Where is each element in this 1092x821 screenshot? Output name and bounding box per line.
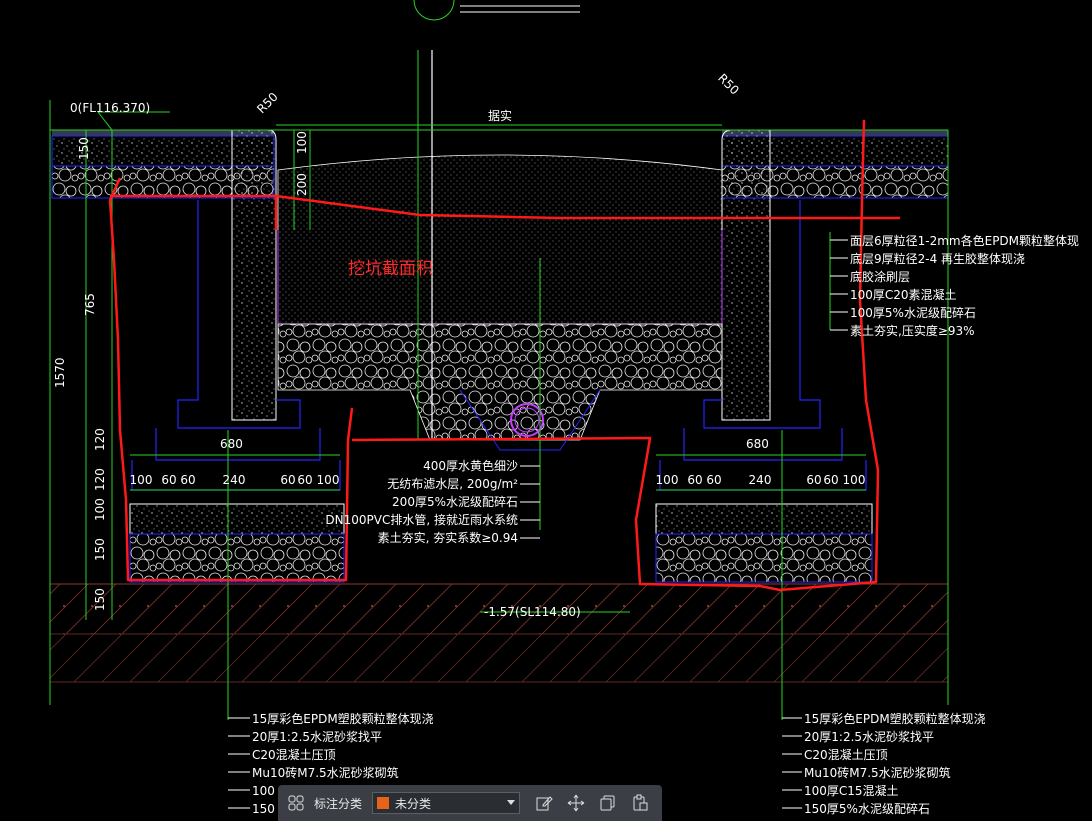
move-icon[interactable]	[564, 791, 588, 815]
right-curb-wall	[721, 129, 771, 421]
bottom-left-callout-text: C20混凝土压顶	[252, 747, 336, 762]
right-footing-part: 60	[687, 473, 702, 487]
right-footing-concrete	[655, 503, 873, 535]
dim-1570: 1570	[53, 357, 67, 388]
right-footing-part: 60	[706, 473, 721, 487]
category-swatch	[377, 797, 390, 809]
right-callout-text: 底胶涂刷层	[850, 269, 910, 284]
left-footing-concrete	[129, 503, 345, 535]
top-note: 据实	[488, 108, 512, 123]
category-label: 标注分类	[314, 796, 363, 811]
right-footing-gravel	[655, 533, 873, 583]
right-footing-part: 100	[656, 473, 679, 487]
trench-gravel-layer	[277, 323, 723, 441]
dim-150a: 150	[77, 137, 91, 160]
center-callout-text: 200厚5%水泥级配碎石	[392, 494, 518, 509]
bottom-left-callout-text: 20厚1:2.5水泥砂浆找平	[252, 729, 382, 744]
trench-sand-layer	[277, 154, 723, 325]
right-footing-part: 60	[823, 473, 838, 487]
dim-100-inner: 100	[295, 131, 309, 154]
left-footing-part: 100	[317, 473, 340, 487]
right-callout-text: 面层6厚粒径1-2mm各色EPDM颗粒整体现	[850, 233, 1079, 248]
bottom-right-callout-text: 100厚C15混凝土	[804, 783, 899, 798]
annotation-toolbar: 标注分类 未分类	[278, 785, 662, 821]
bottom-right-callout-text: 20厚1:2.5水泥砂浆找平	[804, 729, 934, 744]
bottom-left-callout-text: 100	[252, 784, 275, 798]
bottom-left-callout-text: Mu10砖M7.5水泥砂浆砌筑	[252, 765, 399, 780]
left-footing-part: 240	[223, 473, 246, 487]
right-callout-text: 底层9厚粒径2-4 再生胶整体现浇	[850, 251, 1025, 266]
right-callout-text: 素土夯实,压实度≥93%	[850, 323, 975, 338]
dim-150b: 150	[93, 538, 107, 561]
right-footing-part: 100	[843, 473, 866, 487]
left-footing-part: 60	[297, 473, 312, 487]
dim-100a: 100	[93, 498, 107, 521]
dim-765: 765	[83, 293, 97, 316]
bottom-right-callout-text: Mu10砖M7.5水泥砂浆砌筑	[804, 765, 951, 780]
dim-120a: 120	[93, 428, 107, 451]
excavation-label: 挖坑截面积	[348, 259, 433, 279]
category-select[interactable]: 未分类	[372, 792, 521, 814]
bottom-left-callout-text: 15厚彩色EPDM塑胶颗粒整体现浇	[252, 711, 434, 726]
bottom-right-callout-text: 15厚彩色EPDM塑胶颗粒整体现浇	[804, 711, 986, 726]
center-callout-text: DN100PVC排水管, 接就近雨水系统	[325, 512, 518, 527]
right-footing-part: 60	[806, 473, 821, 487]
left-footing-gravel	[129, 533, 345, 583]
dim-120b: 120	[93, 468, 107, 491]
dim-200-inner: 200	[295, 173, 309, 196]
grid-icon[interactable]	[284, 791, 308, 815]
bottom-right-callouts: 15厚彩色EPDM塑胶颗粒整体现浇 20厚1:2.5水泥砂浆找平 C20混凝土压顶 M…	[804, 711, 986, 816]
left-curb-wall	[231, 129, 277, 421]
center-callout-text: 无纺布滤水层, 200g/m²	[387, 477, 518, 491]
bottom-left-callouts: 15厚彩色EPDM塑胶颗粒整体现浇 20厚1:2.5水泥砂浆找平 C20混凝土压顶 M…	[252, 711, 434, 816]
center-callout-text: 素土夯实, 夯实系数≥0.94	[378, 530, 518, 545]
elevation-bottom: -1.57(SL114.80)	[484, 605, 581, 619]
dim-150c: 150	[93, 588, 107, 611]
bottom-right-callout-text: 150厚5%水泥级配碎石	[804, 801, 930, 816]
edit-icon[interactable]	[532, 791, 556, 815]
chevron-down-icon	[503, 799, 519, 807]
bottom-right-callout-text: C20混凝土压顶	[804, 747, 888, 762]
left-footing-part: 60	[180, 473, 195, 487]
excavation-outline	[108, 119, 900, 592]
left-footing-width: 680	[220, 437, 243, 451]
bottom-left-callout-text: 150	[252, 802, 275, 816]
dimension-lines	[49, 100, 949, 720]
category-selected: 未分类	[395, 796, 432, 811]
left-footing-part: 60	[161, 473, 176, 487]
top-circle-fragment	[413, 0, 455, 21]
earth-layer-bottom	[49, 633, 949, 683]
center-callout-text: 400厚水黄色细沙	[423, 459, 518, 473]
right-footing-width: 680	[746, 437, 769, 451]
left-footing-part: 60	[280, 473, 295, 487]
elevation-top: 0(FL116.370)	[70, 101, 150, 115]
right-footing-part: 240	[749, 473, 772, 487]
copy-icon[interactable]	[596, 791, 620, 815]
paste-icon[interactable]	[628, 791, 652, 815]
right-callout-text: 100厚C20素混凝土	[850, 287, 957, 302]
right-callout-text: 100厚5%水泥级配碎石	[850, 305, 976, 320]
drain-pipe	[510, 403, 544, 437]
left-footing-part: 100	[130, 473, 153, 487]
